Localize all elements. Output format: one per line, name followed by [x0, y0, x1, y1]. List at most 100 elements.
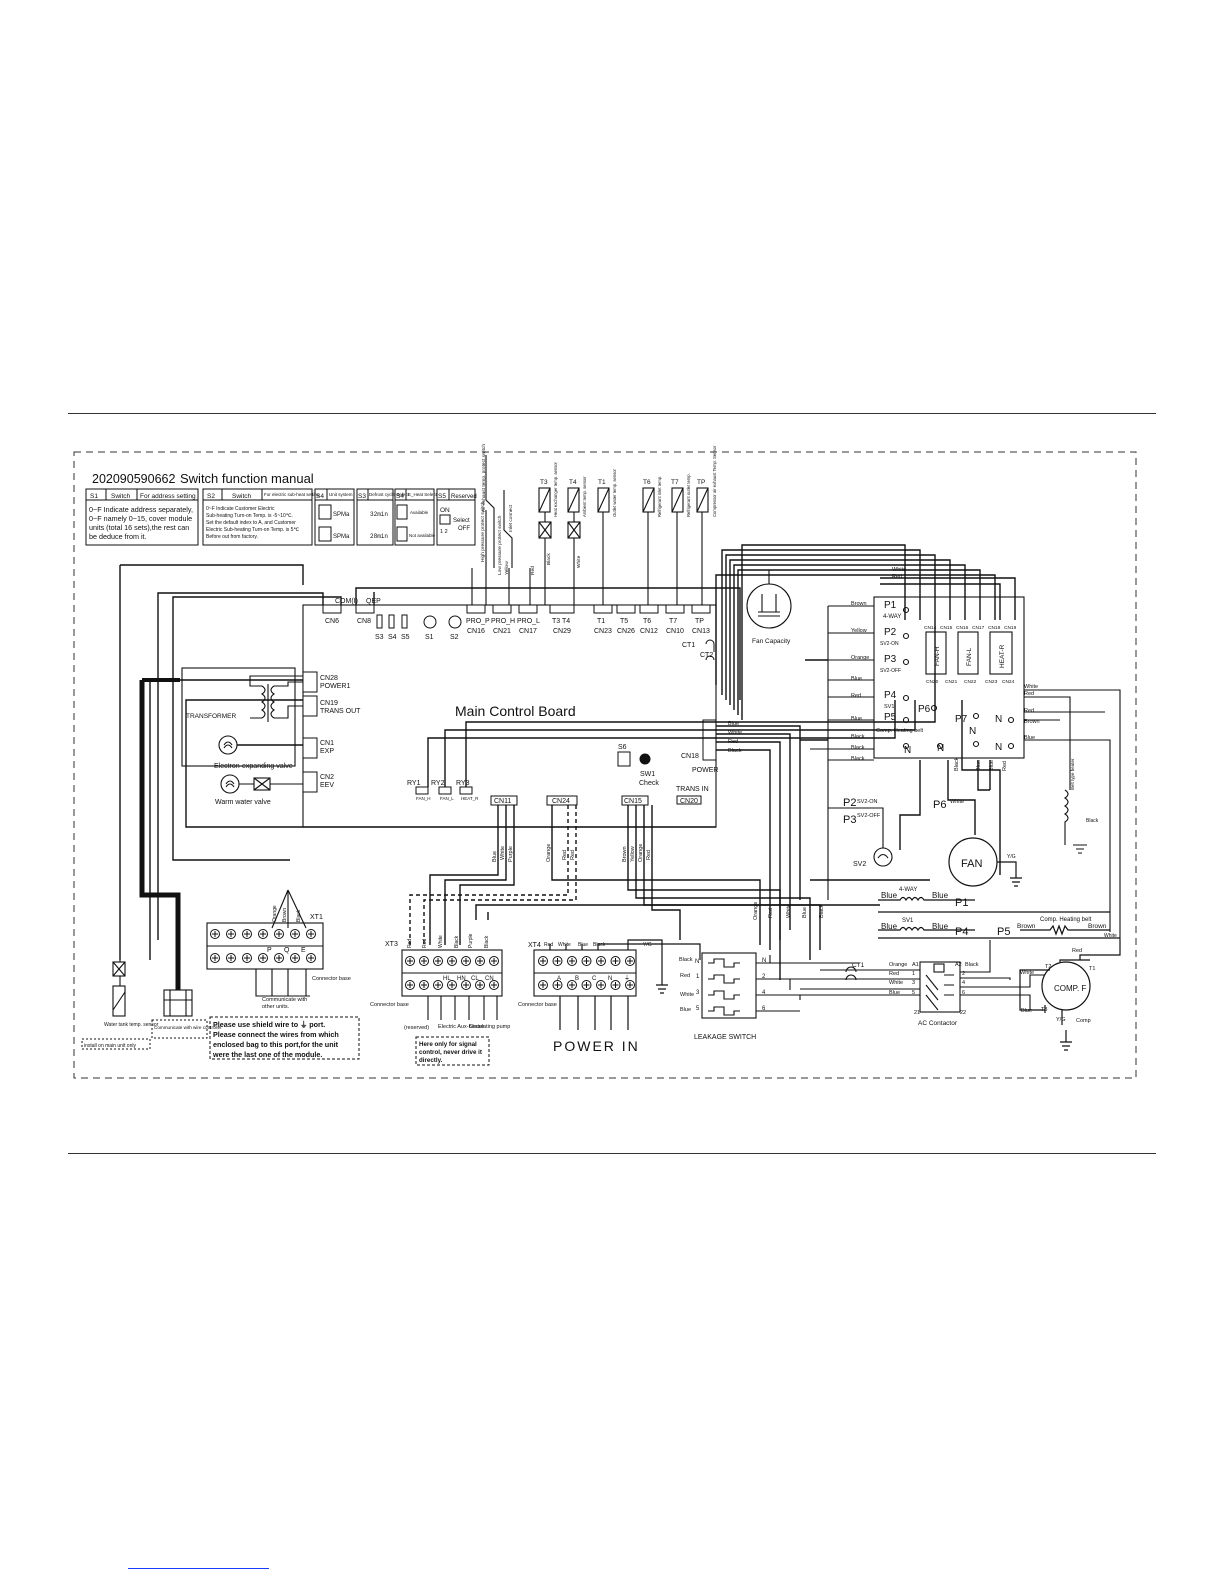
svg-text:S1: S1 — [90, 493, 98, 500]
xt1-labels: XT1 Orange Brown Black P Q E Connector b… — [262, 905, 351, 1010]
signal-note: Here only for signal control, never driv… — [419, 1041, 482, 1064]
svg-text:Blue: Blue — [492, 851, 498, 862]
svg-text:HL: HL — [443, 976, 451, 982]
svg-text:Electric Sub-heating Turn-on T: Electric Sub-heating Turn-on Temp. is 5℃ — [206, 527, 299, 533]
svg-text:Available: Available — [410, 510, 429, 515]
svg-text:Black: Black — [819, 904, 825, 918]
terminal-screw-slot — [540, 958, 546, 964]
relay-panel — [810, 596, 1121, 940]
svg-text:Black: Black — [679, 957, 693, 963]
water-tank-sensor — [112, 960, 126, 1017]
warm-water-valve — [220, 774, 303, 794]
svg-text:High pressure protect switch: High pressure protect switch — [480, 501, 486, 562]
svg-text:CN26: CN26 — [617, 628, 635, 635]
svg-text:CN22: CN22 — [964, 679, 977, 685]
svg-text:Red: Red — [1024, 708, 1034, 714]
svg-text:Connector base: Connector base — [370, 1002, 409, 1008]
svg-text:Ambient temp. sensor: Ambient temp. sensor — [582, 476, 587, 517]
svg-text:CN6: CN6 — [325, 618, 339, 625]
svg-text:5: 5 — [912, 990, 915, 996]
svg-text:Brown: Brown — [1017, 923, 1036, 930]
svg-text:S3: S3 — [375, 634, 384, 641]
svg-text:CN14: CN14 — [924, 625, 937, 631]
svg-text:CN8: CN8 — [357, 618, 371, 625]
water-tank-labels: Water tank temp. sensor — [104, 1022, 159, 1028]
svg-text:T1: T1 — [597, 618, 605, 625]
pressure-switches — [471, 455, 531, 605]
board-left-labels: CN28 POWER1 CN19 TRANS OUT CN1 EXP CN2 E… — [320, 675, 361, 789]
warm-water-valve-label: Warm water valve — [215, 799, 271, 806]
svg-text:CN23: CN23 — [985, 679, 998, 685]
svg-text:3: 3 — [912, 980, 915, 986]
svg-text:White: White — [889, 980, 903, 986]
svg-text:P1: P1 — [884, 600, 897, 611]
terminal-screw-slot — [260, 931, 266, 937]
svg-text:HEAT_R: HEAT_R — [461, 796, 479, 801]
terminal-screw-slot — [407, 982, 413, 988]
xt1-wires — [255, 889, 310, 997]
svg-text:units (total 16 sets),the rest: units (total 16 sets),the rest can — [89, 523, 189, 532]
svg-text:CN13: CN13 — [692, 628, 710, 635]
svg-text:OFF: OFF — [458, 526, 470, 532]
svg-text:CN24: CN24 — [552, 798, 570, 805]
svg-text:Blue: Blue — [851, 716, 862, 722]
svg-text:PRO_P: PRO_P — [466, 618, 490, 625]
leakage-switch — [701, 952, 860, 1019]
doc-id: 202090590662 — [92, 472, 175, 486]
svg-text:4-WAY: 4-WAY — [883, 614, 901, 620]
svg-text:SV2-ON: SV2-ON — [880, 641, 899, 647]
svg-text:CN18: CN18 — [988, 625, 1001, 631]
svg-text:B: B — [575, 976, 579, 982]
switch-table — [85, 488, 476, 546]
ac-contactor — [790, 940, 1045, 1013]
svg-text:SV1: SV1 — [884, 704, 894, 710]
svg-text:Orange: Orange — [272, 905, 278, 922]
svg-text:White: White — [558, 942, 571, 948]
svg-text:CN24: CN24 — [1002, 679, 1015, 685]
svg-text:4: 4 — [962, 980, 965, 986]
board-bottom — [415, 786, 649, 806]
install-note: install on main unit only — [84, 1043, 136, 1049]
svg-text:XT4: XT4 — [528, 942, 541, 949]
svg-text:Belt type heater: Belt type heater — [1070, 758, 1075, 790]
svg-text:EXP: EXP — [320, 748, 334, 755]
wire-ctrl-note: Communicate with wire controller — [154, 1025, 222, 1030]
shield-wire — [139, 680, 181, 990]
terminal-screw-slot — [463, 958, 469, 964]
svg-text:P3: P3 — [843, 814, 856, 826]
svg-text:TP: TP — [695, 618, 704, 625]
svg-text:TRANS IN: TRANS IN — [676, 786, 709, 793]
switch-manual-title: Switch function manual — [180, 471, 314, 486]
svg-text:Black: Black — [851, 734, 865, 740]
svg-text:ON: ON — [440, 507, 450, 514]
svg-text:1 2: 1 2 — [440, 529, 448, 535]
svg-text:N: N — [695, 959, 699, 965]
terminal-screw-slot — [212, 955, 218, 961]
svg-text:Black: Black — [965, 962, 979, 968]
temp-sensors — [538, 487, 709, 605]
svg-text:Select: Select — [453, 518, 470, 524]
terminal-screw-slot — [583, 958, 590, 964]
wire-controller-plug — [163, 989, 193, 1017]
svg-text:Red: Red — [892, 574, 902, 580]
svg-text:Red: Red — [680, 973, 690, 979]
svg-text:5: 5 — [696, 1006, 700, 1012]
svg-text:Refrigerant inlet temp.: Refrigerant inlet temp. — [657, 476, 662, 517]
svg-text:COM(I): COM(I) — [335, 598, 358, 605]
svg-text:S2: S2 — [450, 634, 459, 641]
xt3-labels: XT3 Red Red White Black Purple Black HL … — [370, 933, 510, 1031]
svg-text:Sub-heating Turn-on Temp. is -: Sub-heating Turn-on Temp. is -5~10℃. — [206, 513, 293, 519]
svg-text:Switch: Switch — [111, 493, 131, 500]
svg-text:1: 1 — [912, 971, 915, 977]
svg-text:0~F Indicate Customer Electric: 0~F Indicate Customer Electric — [206, 506, 275, 512]
board-right — [617, 639, 717, 805]
svg-text:Blue: Blue — [1021, 1008, 1032, 1014]
terminal-screw-slot — [407, 958, 413, 964]
terminal-screw-slot — [612, 982, 619, 988]
svg-text:6: 6 — [762, 1006, 766, 1012]
switch-table-text: S1 Switch For address setting 0~F Indica… — [89, 492, 477, 541]
board-top-connectors — [322, 604, 711, 629]
svg-text:Red: Red — [562, 850, 568, 860]
svg-text:P5: P5 — [997, 926, 1010, 938]
svg-text:T6: T6 — [643, 618, 651, 625]
